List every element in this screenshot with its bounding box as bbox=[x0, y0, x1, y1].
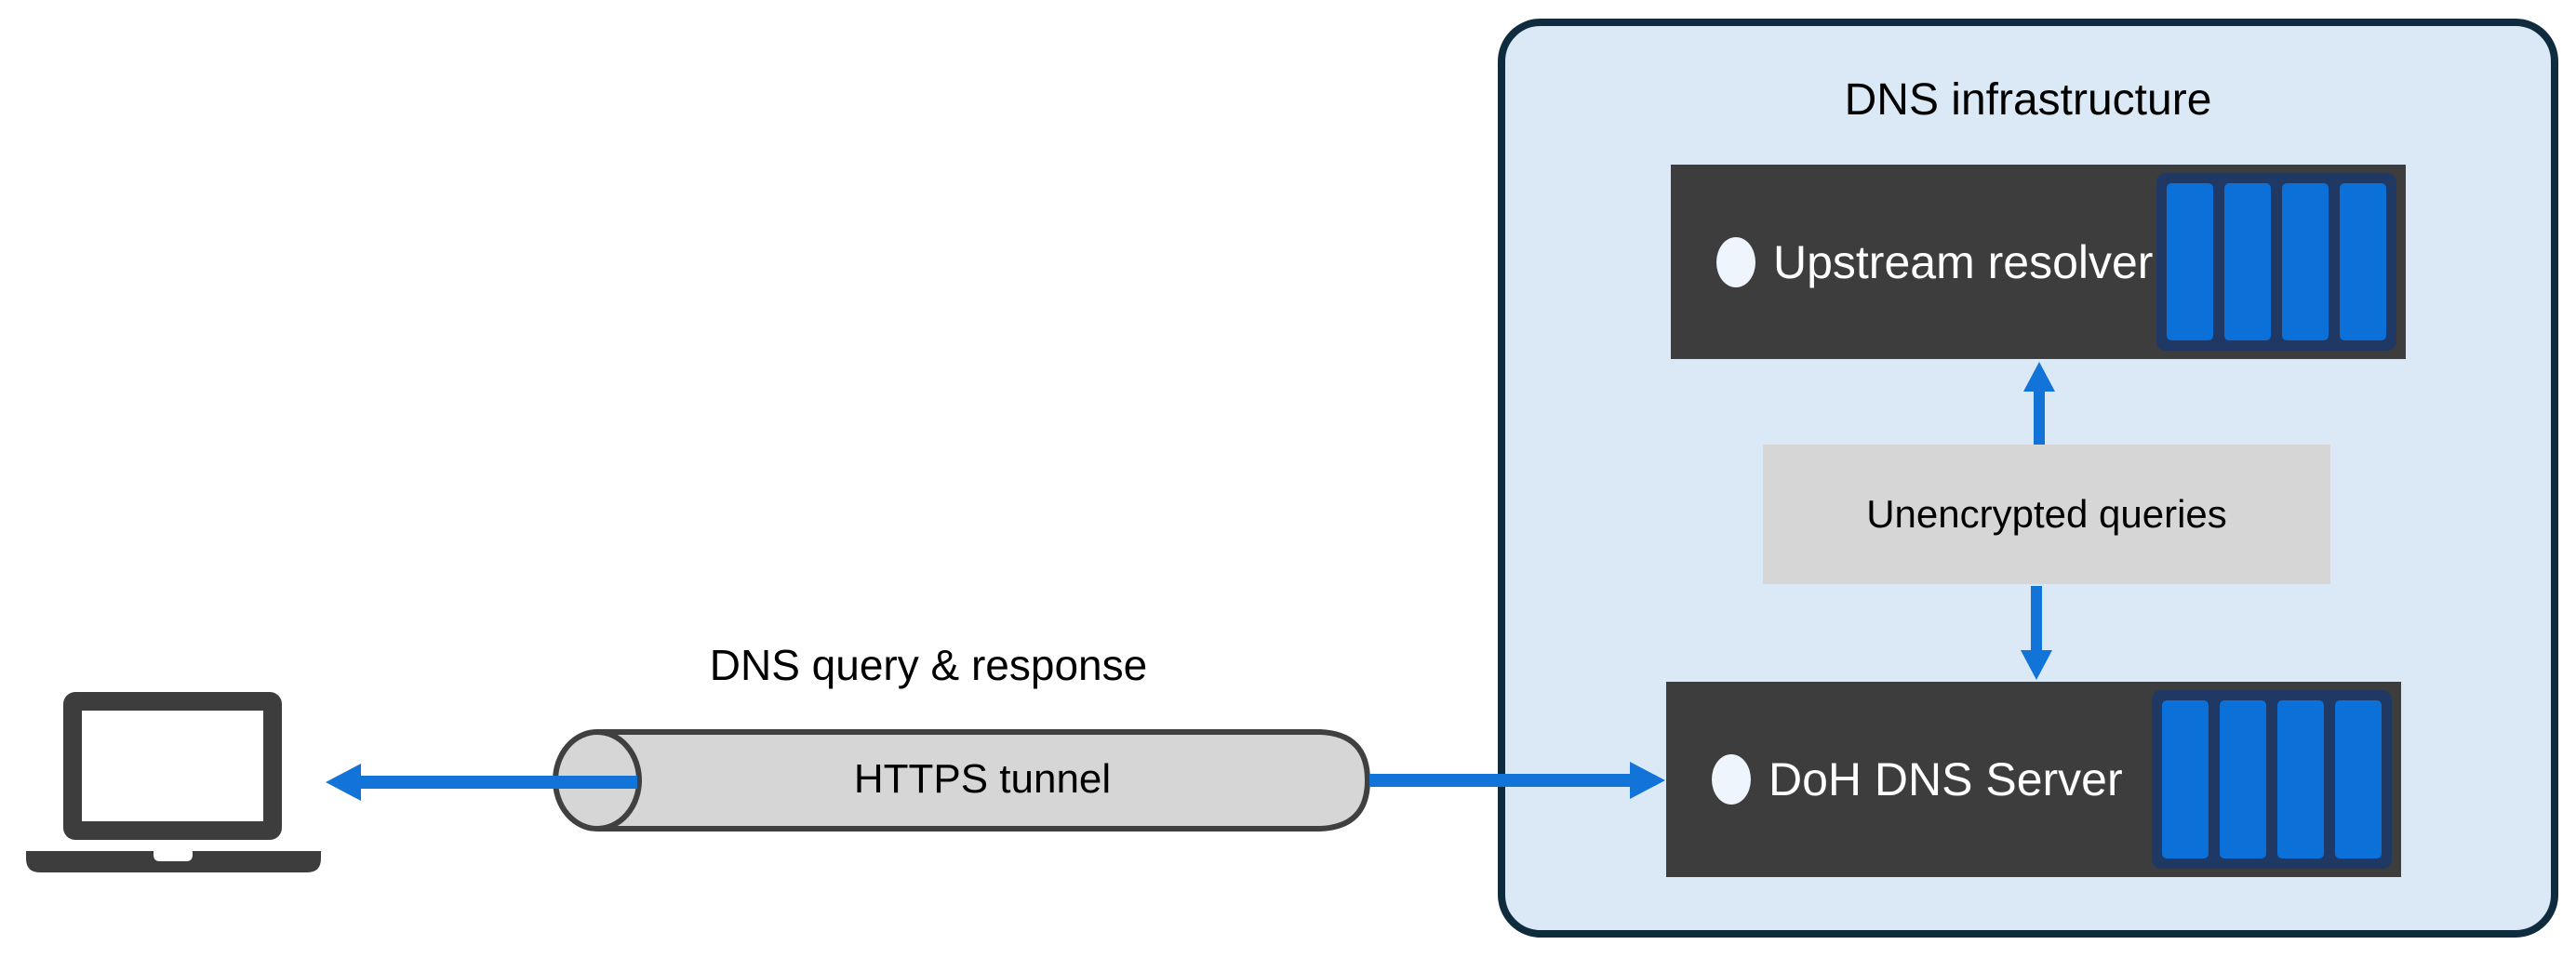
disk-bar bbox=[2335, 700, 2382, 858]
disk-bar bbox=[2162, 700, 2209, 858]
disk-bar bbox=[2277, 700, 2324, 858]
doh-dns-server-label: DoH DNS Server bbox=[1768, 753, 2123, 805]
doh-dns-server: DoH DNS Server bbox=[1666, 682, 2401, 877]
upstream-resolver-label: Upstream resolver bbox=[1773, 235, 2154, 288]
disk-bar bbox=[2220, 700, 2266, 858]
status-dot-icon bbox=[1716, 236, 1755, 287]
disk-array-icon bbox=[2152, 690, 2392, 869]
unencrypted-queries-label: Unencrypted queries bbox=[1763, 445, 2330, 584]
upstream-resolver-server: Upstream resolver bbox=[1671, 165, 2406, 359]
disk-bar bbox=[2282, 183, 2329, 340]
disk-bar bbox=[2167, 183, 2213, 340]
status-dot-icon bbox=[1712, 754, 1751, 805]
arrow-left-icon bbox=[326, 764, 637, 801]
disk-bar bbox=[2340, 183, 2386, 340]
laptop-icon bbox=[26, 692, 321, 872]
disk-bar bbox=[2224, 183, 2271, 340]
https-tunnel-label: HTTPS tunnel bbox=[853, 756, 1112, 802]
dns-infrastructure-title: DNS infrastructure bbox=[1844, 75, 2212, 125]
dns-infrastructure-container: DNS infrastructure Upstream resolver Une… bbox=[1498, 19, 2558, 938]
disk-array-icon bbox=[2156, 173, 2396, 351]
dns-query-response-label: DNS query & response bbox=[709, 641, 1148, 689]
